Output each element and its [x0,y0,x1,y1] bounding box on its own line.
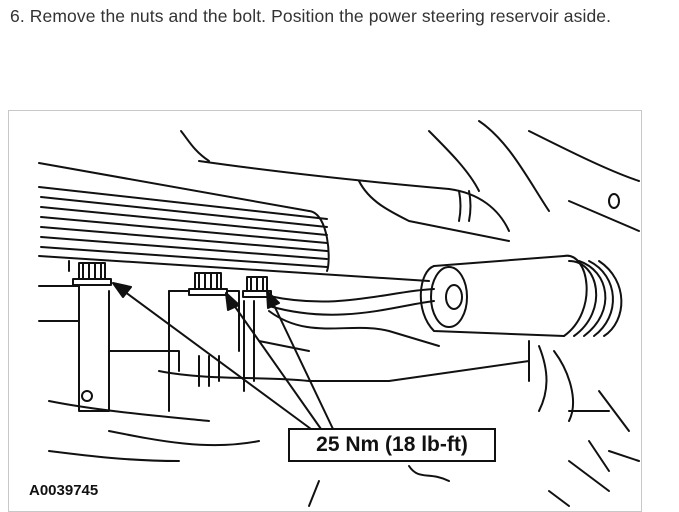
power-steering-reservoir [419,254,623,337]
reservoir-hose [268,288,440,347]
drive-belt [38,162,330,272]
step-instruction: 6. Remove the nuts and the bolt. Positio… [10,6,612,26]
nut-center [188,272,228,296]
figure-id-label: A0039745 [29,482,99,499]
callout-arrows [112,282,334,430]
torque-spec-label: 25 Nm (18 lb-ft) [288,428,496,462]
engine-housing [38,120,640,282]
engine-line-drawing [38,120,640,507]
illustration-figure: 25 Nm (18 lb-ft) A0039745 [8,110,642,512]
mounting-bracket [38,285,640,507]
bolt-left [72,262,112,286]
